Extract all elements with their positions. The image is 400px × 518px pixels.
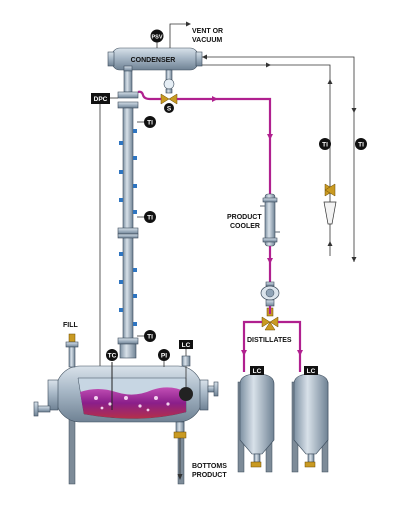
psv-tag: PSV	[151, 35, 162, 41]
solenoid-tag: S	[167, 106, 172, 113]
product-cooler: PRODUCT COOLER	[227, 193, 280, 247]
pi-tag: PI	[161, 353, 167, 360]
bottoms-label-2: PRODUCT	[192, 472, 227, 479]
cooling-water-lines: TI TI	[202, 54, 367, 262]
column-temperature-indicators: TI TI TI	[137, 116, 156, 342]
reflux-line	[137, 90, 161, 101]
pi-instrument: PI	[158, 349, 170, 367]
dpc-controller: DPC	[91, 93, 118, 372]
receiver-left: LC	[237, 366, 275, 473]
ti-bottom-tag: TI	[147, 334, 153, 341]
tc-instrument: TC	[106, 349, 118, 361]
distillation-column	[117, 91, 139, 359]
psv-instrument: PSV	[150, 29, 164, 48]
tc-tag: TC	[108, 353, 117, 360]
distillate-line-right	[278, 320, 302, 372]
ti-mid-tag: TI	[147, 215, 153, 222]
product-meter	[260, 281, 280, 307]
vent-line: VENT OR VACUUM	[169, 21, 223, 48]
vent-label: VENT OR	[192, 28, 223, 35]
dpc-tag: DPC	[94, 96, 108, 103]
product-cooler-label-1: PRODUCT	[227, 214, 262, 221]
ti-cw-in-tag: TI	[358, 142, 364, 149]
ti-top-tag: TI	[147, 120, 153, 127]
product-line-upper	[177, 97, 272, 196]
vacuum-label: VACUUM	[192, 37, 222, 44]
vapor-line	[123, 69, 133, 93]
bottoms-label-1: BOTTOMS	[192, 463, 227, 470]
lc-receiver-right-tag: LC	[307, 368, 316, 375]
lc-vessel-tag: LC	[182, 342, 191, 349]
product-cooler-label-2: COOLER	[230, 223, 260, 230]
reflux-assembly: S	[160, 69, 178, 113]
reboiler-vessel: BOTTOMS PRODUCT	[33, 356, 227, 485]
condenser-label: CONDENSER	[131, 57, 176, 64]
lc-receiver-left-tag: LC	[253, 368, 262, 375]
fill-label: FILL	[63, 322, 78, 329]
ti-cw-out-tag: TI	[322, 142, 328, 149]
lc-vessel: LC	[179, 340, 193, 367]
fill-nozzle: FILL	[63, 322, 78, 368]
distillate-line-left	[242, 320, 262, 372]
distillates-label: DISTILLATES	[247, 337, 292, 344]
condenser: CONDENSER	[107, 47, 203, 71]
receiver-right: LC	[291, 366, 329, 473]
